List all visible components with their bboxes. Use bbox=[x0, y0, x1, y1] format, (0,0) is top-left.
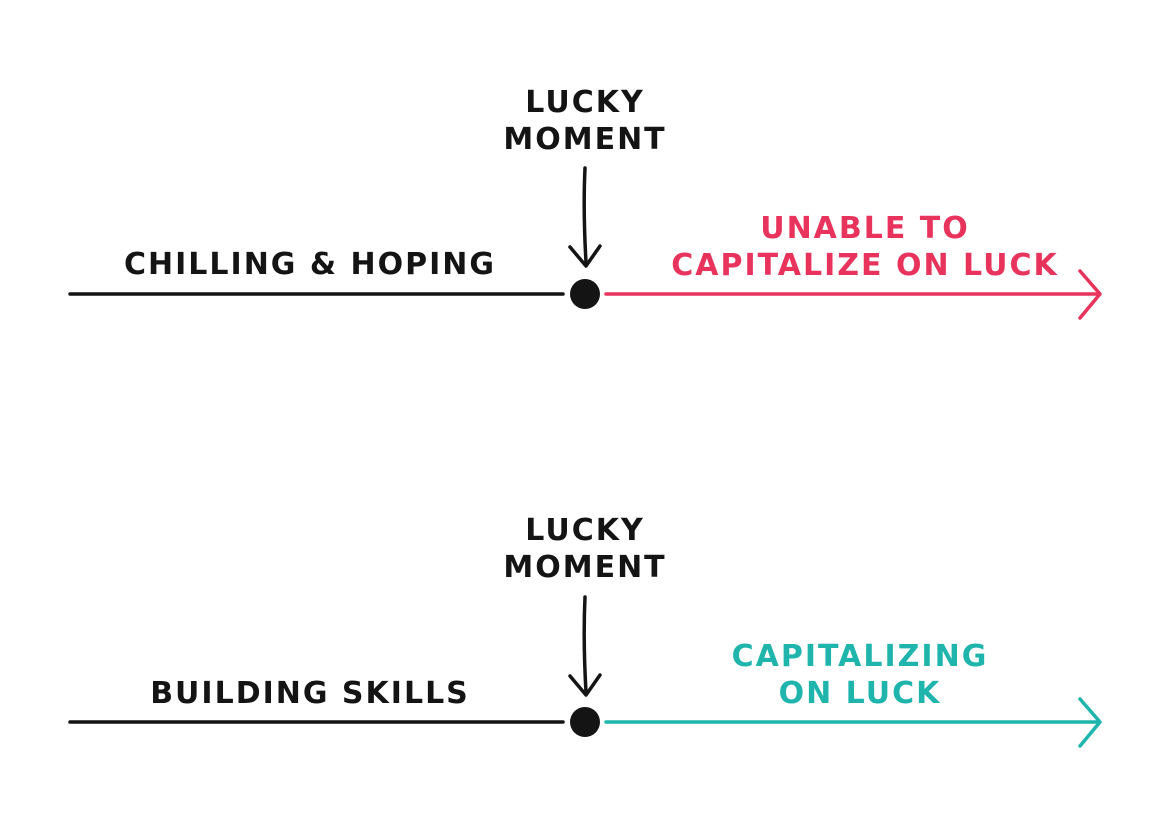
top-lucky-line-2: MOMENT bbox=[503, 122, 667, 157]
top-lucky-moment-label: LUCKY MOMENT bbox=[485, 84, 685, 158]
top-after-arrow-head bbox=[1078, 269, 1102, 320]
top-lucky-arrow-shaft bbox=[582, 166, 588, 264]
bottom-after-arrow-head bbox=[1078, 697, 1102, 748]
top-before-label: CHILLING & HOPING bbox=[100, 246, 520, 283]
top-after-label: UNABLE TO CAPITALIZE ON LUCK bbox=[640, 210, 1090, 284]
top-lucky-arrow-head bbox=[568, 244, 602, 268]
bottom-lucky-moment-label: LUCKY MOMENT bbox=[485, 512, 685, 586]
bottom-after-label: CAPITALIZING ON LUCK bbox=[680, 638, 1040, 712]
bottom-lucky-arrow-head bbox=[568, 673, 602, 697]
top-after-line-2: CAPITALIZE ON LUCK bbox=[671, 248, 1059, 283]
bottom-lucky-line-1: LUCKY bbox=[525, 513, 645, 548]
bottom-after-line-1: CAPITALIZING bbox=[731, 639, 989, 674]
top-before-text: CHILLING & HOPING bbox=[124, 247, 496, 282]
bottom-lucky-dot bbox=[570, 707, 600, 737]
top-lucky-dot bbox=[570, 279, 600, 309]
bottom-lucky-line-2: MOMENT bbox=[503, 550, 667, 585]
timeline-bottom bbox=[68, 595, 1102, 748]
bottom-lucky-arrow-shaft bbox=[582, 595, 588, 694]
top-lucky-line-1: LUCKY bbox=[525, 85, 645, 120]
bottom-before-text: BUILDING SKILLS bbox=[150, 676, 470, 711]
bottom-after-line-2: ON LUCK bbox=[778, 676, 942, 711]
bottom-before-label: BUILDING SKILLS bbox=[100, 675, 520, 712]
top-after-line-1: UNABLE TO bbox=[760, 211, 970, 246]
timeline-top bbox=[68, 166, 1102, 320]
